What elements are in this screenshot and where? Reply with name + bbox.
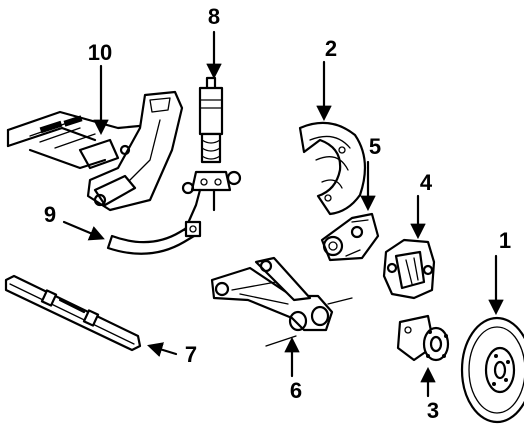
callout-arrows [62,30,504,398]
callout-labels: 10 8 2 5 4 1 3 6 7 9 [44,4,511,423]
axle-crossmember-icon [6,90,184,212]
leaf-spring-icon [4,274,142,352]
callout-3: 3 [427,398,439,423]
brake-caliper-icon [382,238,436,300]
callout-9: 9 [44,202,56,227]
leader-9 [62,220,105,241]
callout-2: 2 [325,36,337,61]
callout-6: 6 [290,378,302,403]
callout-4: 4 [420,170,433,195]
leader-7 [147,342,178,357]
wheel-hub-bearing-icon [396,314,450,362]
shock-absorber-icon [181,76,242,212]
callout-5: 5 [369,134,381,159]
brake-backing-plate-icon [298,121,367,216]
stabilizer-bar-icon [106,188,202,255]
callout-10: 10 [88,40,112,65]
knuckle-bracket-icon [320,212,380,262]
callout-7: 7 [185,342,197,367]
callout-8: 8 [208,4,220,29]
lower-control-arm-icon [210,256,353,347]
brake-rotor-icon [460,316,524,424]
callout-1: 1 [499,228,511,253]
